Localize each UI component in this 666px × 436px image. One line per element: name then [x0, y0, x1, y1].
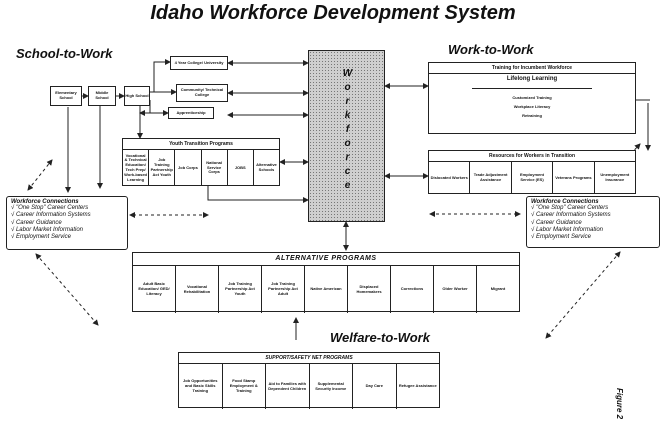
- workforce-connections-left: Workforce Connections √ "One Stop" Caree…: [6, 196, 128, 250]
- alternative-title: ALTERNATIVE PROGRAMS: [133, 253, 519, 266]
- support-item: Supplemental Security Income: [308, 364, 353, 409]
- support-safety-net-box: SUPPORT/SAFETY NET PROGRAMS Job Opportun…: [178, 352, 440, 409]
- connections-left-item: √ Employment Service: [11, 234, 71, 241]
- connections-left-title: Workforce Connections: [11, 199, 79, 205]
- resources-item: Veterans Programs: [552, 162, 593, 194]
- workforce-letter: W: [342, 68, 353, 79]
- connections-right-item: √ Employment Service: [531, 234, 591, 241]
- alternative-item: Migrant: [476, 266, 519, 313]
- school-to-work-heading: School-to-Work: [16, 46, 113, 61]
- connections-left-item: √ "One Stop" Career Centers: [11, 205, 89, 211]
- university-box: 4 Year College/ University: [170, 56, 228, 70]
- connections-right-item: √ Career Guidance: [531, 219, 582, 226]
- support-item: Food Stamp Employment & Training: [221, 364, 266, 409]
- alternative-item: Vocational Rehabilitation: [175, 266, 218, 313]
- youth-item: Vocational & Technical Education/ Tech P…: [124, 152, 147, 182]
- workforce-letter: r: [345, 152, 350, 163]
- workforce-letter: f: [345, 124, 350, 135]
- connections-left-item: √ Career Guidance: [11, 219, 62, 226]
- resources-transition-box: Resources for Workers in Transition Disl…: [428, 150, 636, 194]
- incumbent-title: Training for Incumbent Workforce: [429, 63, 635, 74]
- diagram-title: Idaho Workforce Development System: [150, 2, 516, 24]
- support-title: SUPPORT/SAFETY NET PROGRAMS: [179, 353, 439, 364]
- resources-item: Trade Adjustment Assistance: [469, 162, 510, 194]
- community-college-box: Community/ Technical College: [176, 84, 228, 102]
- workforce-letter: o: [344, 82, 351, 93]
- resources-item: Dislocated Workers: [430, 174, 468, 180]
- workforce-letter: c: [344, 166, 351, 177]
- workforce-letter: e: [344, 180, 351, 191]
- alternative-item: Displaced Homemakers: [347, 266, 390, 313]
- incumbent-item: Retraining: [522, 113, 542, 118]
- workforce-connections-right: Workforce Connections √ "One Stop" Caree…: [526, 196, 660, 248]
- connections-right-item: √ "One Stop" Career Centers: [531, 205, 609, 211]
- incumbent-item: Customized Training: [512, 95, 552, 100]
- resources-title: Resources for Workers in Transition: [429, 151, 635, 162]
- figure-label: Figure 2: [615, 388, 624, 420]
- connections-right-item: √ Labor Market Information: [531, 226, 603, 233]
- youth-item: National Service Corps: [200, 150, 227, 186]
- youth-transition-title: Youth Transition Programs: [123, 139, 279, 150]
- alternative-item: Corrections: [390, 266, 433, 313]
- incumbent-item: Workplace Literacy: [513, 104, 551, 109]
- connections-right-item: √ Career Information Systems: [531, 212, 611, 219]
- lifelong-learning: Lifelong Learning: [506, 76, 558, 82]
- alternative-item: Adult Basic Education/ GED/ Literacy: [138, 281, 170, 296]
- alternative-item: Job Training Partnership Act Adult: [261, 266, 304, 313]
- incumbent-training-box: Training for Incumbent Workforce Lifelon…: [428, 62, 636, 134]
- workforce-letter: r: [345, 96, 350, 107]
- alternative-item: Job Training Partnership Act Youth: [218, 266, 261, 313]
- youth-item: Alternative Schools: [252, 150, 279, 186]
- youth-item: Job Corps: [174, 150, 200, 186]
- connections-right-title: Workforce Connections: [531, 199, 599, 205]
- youth-item: JOBS: [226, 150, 253, 186]
- alternative-item: Native American: [304, 266, 347, 313]
- support-item: Job Opportunities and Basic Skills Train…: [183, 378, 218, 393]
- connections-left-item: √ Career Information Systems: [11, 212, 91, 219]
- resources-item: Employment Service (ES): [510, 162, 552, 194]
- support-item: Refugee Assistance: [395, 364, 440, 409]
- workforce-letter: k: [344, 110, 351, 121]
- support-item: Aid to Families with Dependent Children: [265, 364, 309, 409]
- elementary-school-box: Elementary School: [50, 86, 82, 106]
- alternative-item: Older Worker: [433, 266, 476, 313]
- middle-school-box: Middle School: [88, 86, 116, 106]
- alternative-programs-box: ALTERNATIVE PROGRAMS Adult Basic Educati…: [132, 252, 520, 313]
- youth-transition-box: Youth Transition Programs Vocational & T…: [122, 138, 280, 186]
- welfare-to-work-heading: Welfare-to-Work: [330, 330, 430, 345]
- workforce-letter: o: [344, 138, 351, 149]
- resources-item: Unemployment Insurance: [593, 162, 635, 194]
- support-item: Day Care: [352, 364, 396, 409]
- high-school-box: High School: [124, 86, 150, 106]
- apprenticeship-box: Apprenticeship: [168, 107, 214, 119]
- youth-item: Job Training Partnership Act Youth: [148, 150, 174, 186]
- connections-left-item: √ Labor Market Information: [11, 226, 83, 233]
- work-to-work-heading: Work-to-Work: [448, 42, 534, 57]
